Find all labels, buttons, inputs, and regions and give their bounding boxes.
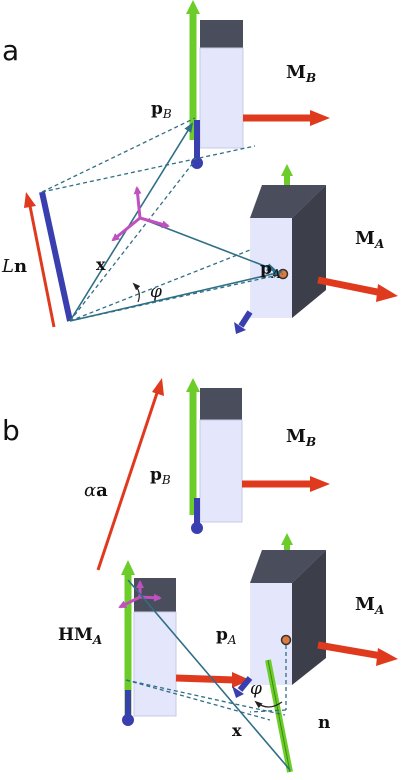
label-hma: HMA bbox=[58, 625, 102, 647]
vector-to-pa bbox=[69, 269, 283, 322]
dashed-lines-b bbox=[125, 645, 287, 721]
label-ma-a: MA bbox=[355, 228, 384, 251]
frame-a bbox=[111, 186, 170, 242]
vector-to-pb bbox=[69, 122, 194, 322]
label-ma-b: MA bbox=[355, 594, 384, 617]
rod-a bbox=[39, 191, 73, 322]
panel-a: a bbox=[1, 0, 398, 334]
body-b-b bbox=[186, 378, 330, 534]
body-b-a bbox=[186, 0, 330, 169]
body-a-b bbox=[232, 533, 398, 698]
phi-arc-a bbox=[132, 282, 141, 303]
label-pb-b: pB bbox=[150, 465, 171, 487]
label-n: n bbox=[318, 713, 330, 733]
label-mb-a: MB bbox=[286, 62, 316, 85]
vector-x-b bbox=[127, 579, 291, 771]
dashed-lines-a bbox=[41, 117, 284, 322]
panel-b: b bbox=[2, 378, 398, 773]
body-a-a bbox=[234, 164, 398, 334]
label-mb-b: MB bbox=[286, 426, 316, 449]
label-alpha-a: αa bbox=[84, 480, 108, 501]
panel-a-letter: a bbox=[2, 34, 19, 67]
label-pb-a: pB bbox=[151, 99, 172, 121]
label-ln: Ln bbox=[1, 256, 27, 277]
label-pa-b: pA bbox=[216, 625, 237, 647]
label-pa-a: pA bbox=[260, 259, 281, 281]
label-phi-b: φ bbox=[250, 679, 262, 699]
phi-arc-b bbox=[254, 700, 283, 709]
panel-b-letter: b bbox=[2, 414, 20, 447]
alpha-a-arrow bbox=[96, 389, 160, 571]
label-phi-a: φ bbox=[150, 282, 162, 302]
label-x-b: x bbox=[232, 721, 242, 740]
label-x-a: x bbox=[96, 255, 106, 274]
